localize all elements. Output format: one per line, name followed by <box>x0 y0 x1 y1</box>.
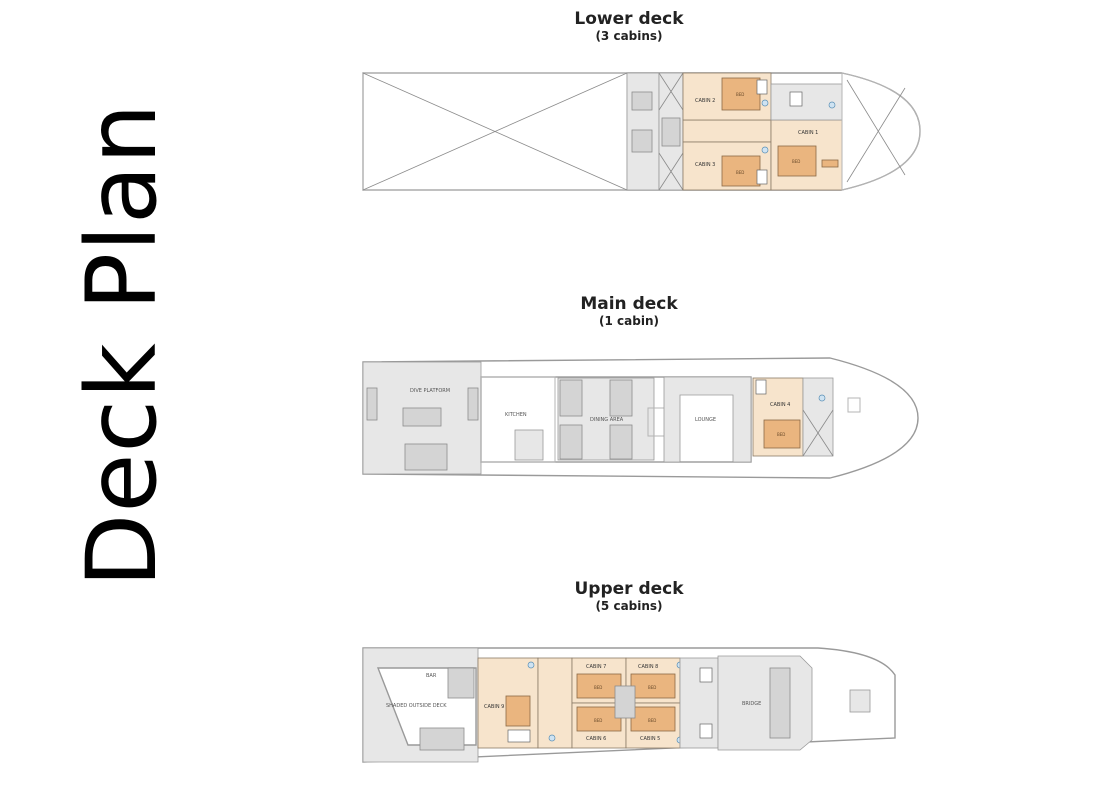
upper-cabin-6-label: CABIN 6 <box>586 736 606 742</box>
upper-bar-label: BAR <box>426 673 437 679</box>
main-dive-platform-label: DIVE PLATFORM <box>410 388 450 394</box>
lower-deck-title: Lower deck <box>574 9 684 29</box>
upper-cabin-9-label: CABIN 9 <box>484 704 504 710</box>
svg-text:BED: BED <box>648 685 656 690</box>
lower-deck-plan: CABIN 2 BED CABIN 3 BED CABIN 1 BED <box>362 72 921 191</box>
svg-text:BED: BED <box>594 718 602 723</box>
main-kitchen <box>480 376 556 463</box>
upper-cabin-5-bed <box>630 706 676 732</box>
main-deck-title: Main deck <box>580 294 678 314</box>
lower-cabin-3-label: CABIN 3 <box>695 162 715 168</box>
upper-cabin-7-bed <box>576 673 622 699</box>
upper-cabin-8-bed <box>630 673 676 699</box>
main-kitchen-label: KITCHEN <box>505 412 527 418</box>
lower-deck-heading: Lower deck (3 cabins) <box>519 9 739 43</box>
svg-text:BED: BED <box>736 92 744 97</box>
lower-cabin-3-bed <box>721 155 761 187</box>
svg-text:BED: BED <box>648 718 656 723</box>
main-lounge <box>663 376 752 463</box>
lower-cabin-1-bed <box>777 145 817 177</box>
svg-text:BED: BED <box>777 432 785 437</box>
upper-cabin-5-label: CABIN 5 <box>640 736 660 742</box>
main-deck-plan: DIVE PLATFORM KITCHEN DINING AREA LOUNGE… <box>362 357 919 479</box>
upper-deck-plan: SHADED OUTSIDE DECK BAR CABIN 9 CABIN 7 … <box>362 647 896 763</box>
main-deck-heading: Main deck (1 cabin) <box>519 294 739 328</box>
upper-deck-cabin-count: (5 cabins) <box>595 599 663 613</box>
main-lounge-label: LOUNGE <box>695 417 716 423</box>
upper-cabin-9-bed <box>505 695 531 727</box>
svg-text:BED: BED <box>736 170 744 175</box>
upper-shaded-deck-label: SHADED OUTSIDE DECK <box>386 703 447 709</box>
svg-text:BED: BED <box>792 159 800 164</box>
upper-bridge-label: BRIDGE <box>742 701 761 707</box>
main-cabin-4-bed <box>763 419 801 449</box>
main-cabin-4-label: CABIN 4 <box>770 402 790 408</box>
lower-deck-cabin-count: (3 cabins) <box>595 29 663 43</box>
upper-deck-heading: Upper deck (5 cabins) <box>519 579 739 613</box>
upper-cabin-8-label: CABIN 8 <box>638 664 658 670</box>
upper-deck-title: Upper deck <box>574 579 684 599</box>
upper-cabin-7-label: CABIN 7 <box>586 664 606 670</box>
main-dining-label: DINING AREA <box>590 417 624 423</box>
lower-cabin-1-label: CABIN 1 <box>798 130 818 136</box>
svg-text:BED: BED <box>594 685 602 690</box>
upper-cabin-6-bed <box>576 706 622 732</box>
upper-bridge <box>717 655 813 751</box>
main-deck-cabin-count: (1 cabin) <box>599 314 659 328</box>
lower-cabin-2-label: CABIN 2 <box>695 98 715 104</box>
